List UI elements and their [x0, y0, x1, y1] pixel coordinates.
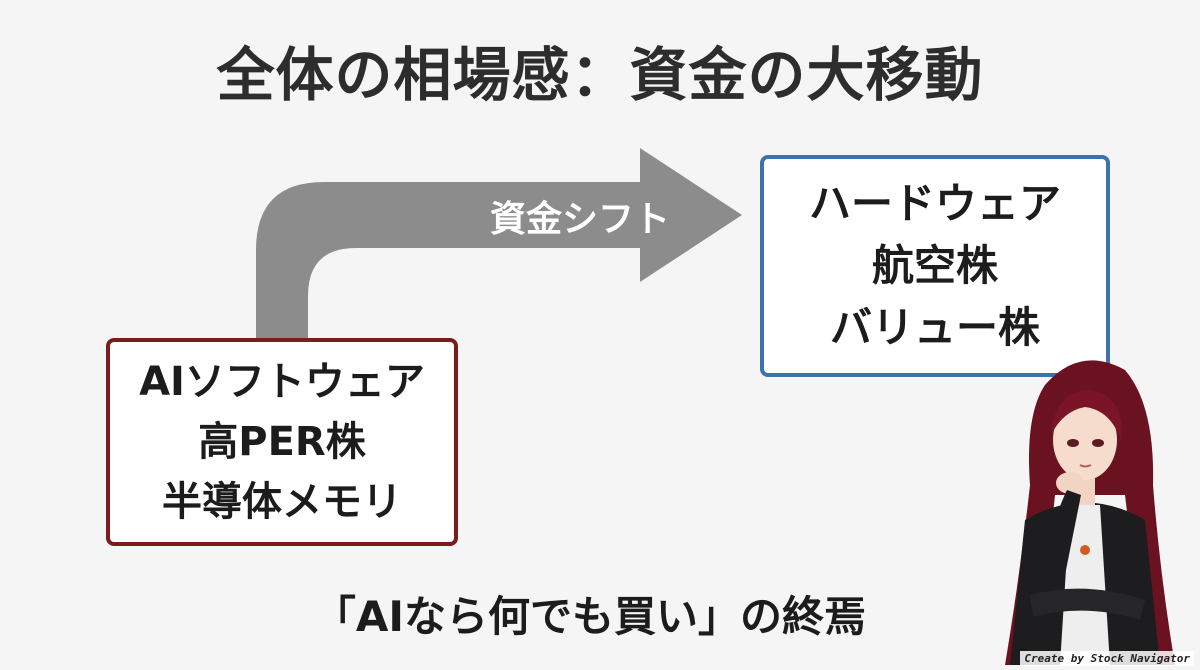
source-sectors-box: AIソフトウェア 高PER株 半導体メモリ — [106, 338, 458, 546]
conclusion-text: 「AIなら何でも買い」の終焉 — [313, 592, 867, 641]
destination-sector-hardware: ハードウェア — [808, 179, 1061, 228]
shift-arrow-label: 資金シフト — [489, 199, 670, 240]
source-sector-semiconductor-memory: 半導体メモリ — [162, 479, 402, 525]
destination-sectors-box: ハードウェア 航空株 バリュー株 — [760, 155, 1110, 377]
destination-sector-value: バリュー株 — [829, 303, 1040, 352]
source-sector-high-per: 高PER株 — [198, 419, 366, 465]
character-illustration — [1005, 360, 1175, 665]
slide-title: 全体の相場感：資金の大移動 — [216, 41, 984, 109]
shift-arrow-body — [256, 148, 742, 338]
source-sector-ai-software: AIソフトウェア — [139, 359, 425, 405]
credit-watermark: Create by Stock Navigator — [1020, 651, 1194, 666]
destination-sector-airline: 航空株 — [871, 241, 998, 290]
